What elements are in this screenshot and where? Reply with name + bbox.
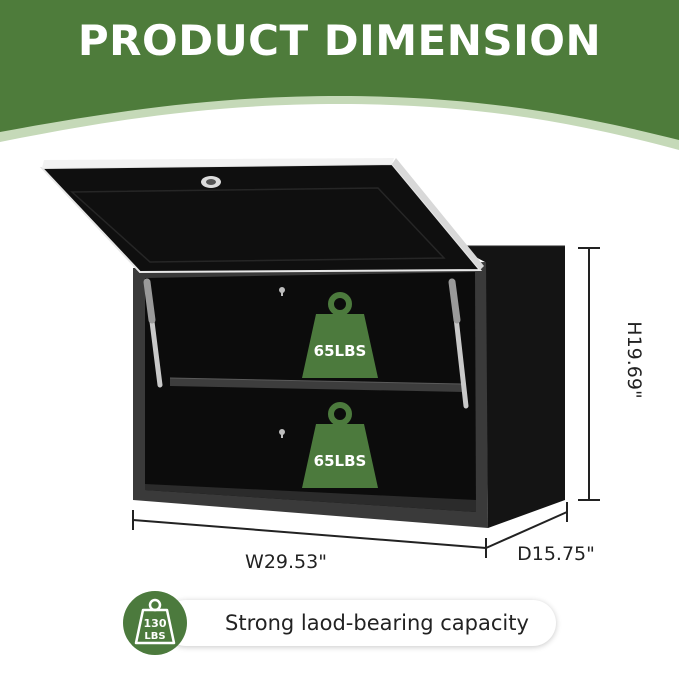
capacity-pill: Strong laod-bearing capacity	[163, 600, 556, 646]
cabinet-door	[39, 162, 483, 274]
height-label: H19.69"	[623, 321, 645, 398]
capacity-badge: Strong laod-bearing capacity 130 LBS	[123, 591, 558, 657]
height-dimension-line	[578, 247, 600, 501]
depth-dimension-line	[485, 502, 568, 549]
capacity-weight-unit: LBS	[144, 631, 165, 642]
page-title: PRODUCT DIMENSION	[77, 16, 602, 65]
width-label: W29.53"	[245, 551, 327, 573]
upper-shelf-weight: 65LBS	[314, 342, 367, 360]
weight-icon: 130 LBS	[134, 598, 176, 645]
capacity-circle: 130 LBS	[123, 591, 187, 655]
weight-icon-upper[interactable]	[302, 292, 378, 378]
depth-label: D15.75"	[517, 543, 595, 565]
capacity-text: Strong laod-bearing capacity	[225, 611, 529, 635]
lower-shelf-weight: 65LBS	[314, 452, 367, 470]
weight-icon-lower[interactable]	[302, 402, 378, 488]
capacity-weight-value: 130	[144, 617, 167, 630]
header-banner	[0, 0, 679, 150]
